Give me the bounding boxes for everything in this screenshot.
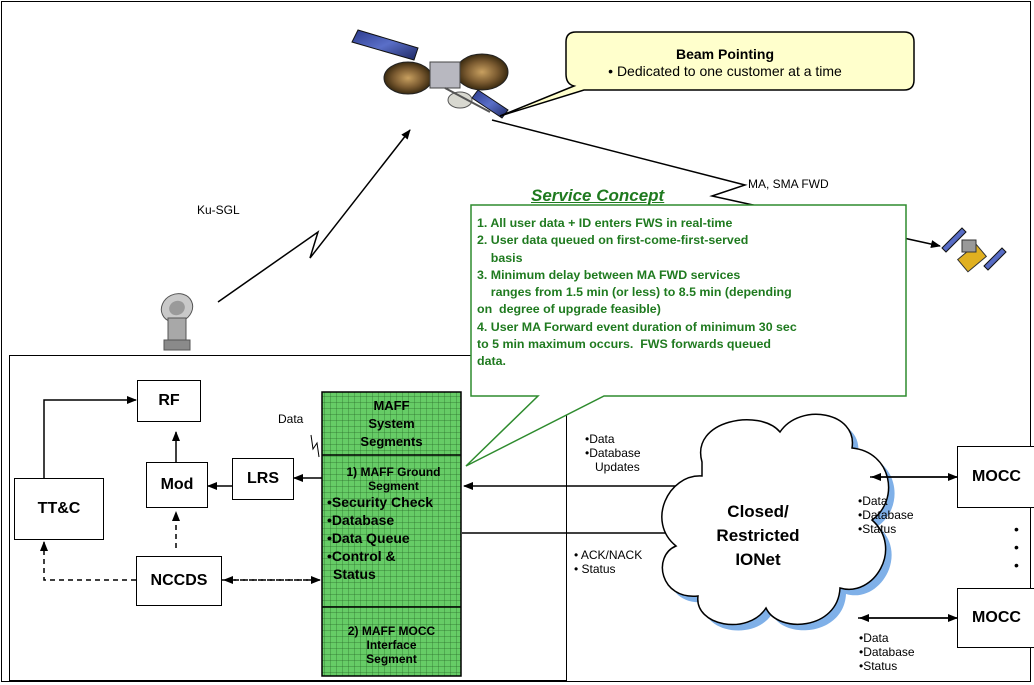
mocc-box-top: MOCC: [957, 446, 1034, 508]
maff-column: [321, 391, 462, 677]
rf-box: RF: [137, 380, 201, 422]
ma-fwd-label: MA, SMA FWD: [748, 177, 829, 191]
ionet-line: Closed/: [727, 502, 789, 521]
mocc-top-flow-label: •Data •Database •Status: [858, 494, 914, 536]
maff-ground-segment-line: Segment: [368, 479, 419, 493]
maff-function-item: •Database: [327, 512, 395, 528]
service-concept-item: 2. User data queued on first-come-first-…: [477, 233, 749, 248]
maff-function-item: •Security Check: [327, 494, 434, 510]
lrs-box: LRS: [232, 458, 294, 500]
service-concept-title: Service Concept: [531, 186, 665, 205]
ground-antenna-icon: [160, 293, 194, 351]
ellipsis-dot: •: [1014, 539, 1019, 555]
maff-mocc-interface-line: 2) MAFF MOCC: [347, 624, 436, 638]
service-concept-item: 1. All user data + ID enters FWS in real…: [477, 216, 733, 230]
service-concept-box: [465, 204, 907, 467]
maff-mocc-interface-line: Segment: [366, 652, 417, 666]
flow-item: •Database: [585, 446, 641, 460]
flow-item: •Data: [585, 432, 615, 446]
ellipsis-dot: •: [1014, 521, 1019, 537]
service-concept-item: 4. User MA Forward event duration of min…: [477, 319, 797, 334]
mocc-ellipsis: • • •: [1014, 520, 1019, 574]
flow-item: •Data: [858, 494, 888, 508]
flow-item: •Status: [859, 659, 898, 673]
flow-item: • ACK/NACK: [574, 548, 643, 562]
maff-header-line: MAFF: [373, 398, 410, 413]
maff-mocc-interface-title: 2) MAFF MOCC Interface Segment: [322, 624, 461, 666]
flow-item: Updates: [595, 460, 640, 474]
maff-header: MAFF System Segments: [322, 397, 461, 451]
maff-function-list: •Security Check •Database •Data Queue •C…: [327, 493, 433, 583]
service-concept-item: to 5 min maximum occurs. FWS forwards qu…: [477, 337, 771, 352]
beam-pointing-callout: Beam Pointing • Dedicated to one custome…: [572, 46, 878, 80]
flow-item: •Status: [858, 522, 897, 536]
maff-header-line: Segments: [360, 434, 423, 449]
maff-header-line: System: [368, 416, 415, 431]
to-net-flow-label: • ACK/NACK • Status: [574, 548, 642, 576]
nccds-box: NCCDS: [136, 556, 222, 606]
service-concept-item: basis: [477, 250, 523, 265]
callout-text: • Dedicated to one customer at a time: [608, 63, 842, 79]
flow-item: •Database: [859, 645, 915, 659]
mocc-box-bottom: MOCC: [957, 588, 1034, 648]
beam-pointing-callout-shape: [499, 31, 915, 117]
ku-sgl-label: Ku-SGL: [197, 203, 240, 217]
maff-ground-segment-line: 1) MAFF Ground: [346, 465, 441, 479]
user-satellite-icon: [941, 227, 1007, 273]
to-maff-flow-label: •Data •Database Updates: [585, 432, 641, 474]
ionet-label: Closed/ Restricted IONet: [688, 500, 828, 572]
callout-title: Beam Pointing: [675, 46, 774, 62]
ionet-cloud-shape: [661, 413, 895, 631]
ku-sgl-link: [217, 129, 411, 303]
ionet-line: Restricted: [716, 526, 800, 545]
ttc-box: TT&C: [14, 478, 104, 540]
service-concept-item: on degree of upgrade feasible): [477, 302, 661, 317]
mocc-bottom-flow-label: •Data •Database •Status: [859, 631, 915, 673]
maff-ground-segment-title: 1) MAFF Ground Segment: [326, 465, 461, 493]
tdrs-satellite-icon: [351, 29, 509, 119]
mod-box: Mod: [146, 462, 208, 508]
flow-item: •Database: [858, 508, 914, 522]
service-concept-item: ranges from 1.5 min (or less) to 8.5 min…: [477, 285, 792, 300]
maff-function-item: •Data Queue: [327, 530, 410, 546]
service-concept-list: 1. All user data + ID enters FWS in real…: [477, 215, 902, 371]
ellipsis-dot: •: [1014, 557, 1019, 573]
flow-item: •Data: [859, 631, 889, 645]
maff-function-item: Status: [333, 566, 376, 582]
service-concept-item: data.: [477, 354, 506, 369]
maff-function-item: •Control &: [327, 548, 396, 564]
ionet-line: IONet: [735, 550, 781, 569]
flow-item: • Status: [574, 562, 616, 576]
data-label: Data: [278, 412, 304, 426]
maff-mocc-interface-line: Interface: [366, 638, 417, 652]
service-concept-item: 3. Minimum delay between MA FWD services: [477, 267, 741, 282]
